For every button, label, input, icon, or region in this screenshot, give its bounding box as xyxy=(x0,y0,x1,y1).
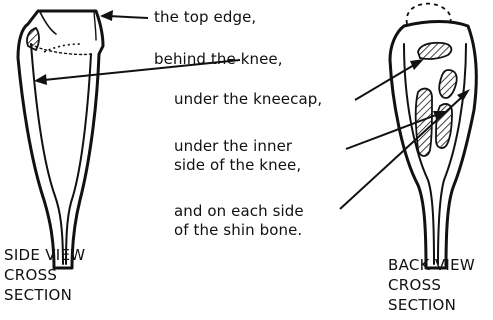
arrowhead-under-kneecap xyxy=(410,59,424,70)
label-shin-line2: of the shin bone. xyxy=(174,221,302,240)
label-under-kneecap: under the kneecap, xyxy=(174,90,322,109)
label-behind-knee: behind the knee, xyxy=(154,50,283,69)
caption-side-view-line3: SECTION xyxy=(4,286,72,305)
caption-back-view-line3: SECTION xyxy=(388,296,456,315)
caption-side-view-line1: SIDE VIEW xyxy=(4,246,85,265)
back-view-inner-pad xyxy=(439,70,456,98)
back-view-shin-pad-right xyxy=(436,104,452,148)
label-inner-side-line1: under the inner xyxy=(174,137,292,156)
caption-back-view-line1: BACK VIEW xyxy=(388,256,475,275)
back-view-kneecap-pad xyxy=(418,43,451,59)
side-view-pad xyxy=(27,28,39,50)
label-inner-side-line2: side of the knee, xyxy=(174,156,301,175)
side-view-cast xyxy=(18,11,103,268)
caption-back-view-line2: CROSS xyxy=(388,276,441,295)
caption-side-view-line2: CROSS xyxy=(4,266,57,285)
arrowhead-top-edge xyxy=(100,10,113,21)
arrowhead-behind-knee xyxy=(34,74,47,85)
label-shin-line1: and on each side xyxy=(174,202,304,221)
leader-lines xyxy=(44,16,462,209)
label-top-edge: the top edge, xyxy=(154,8,256,27)
